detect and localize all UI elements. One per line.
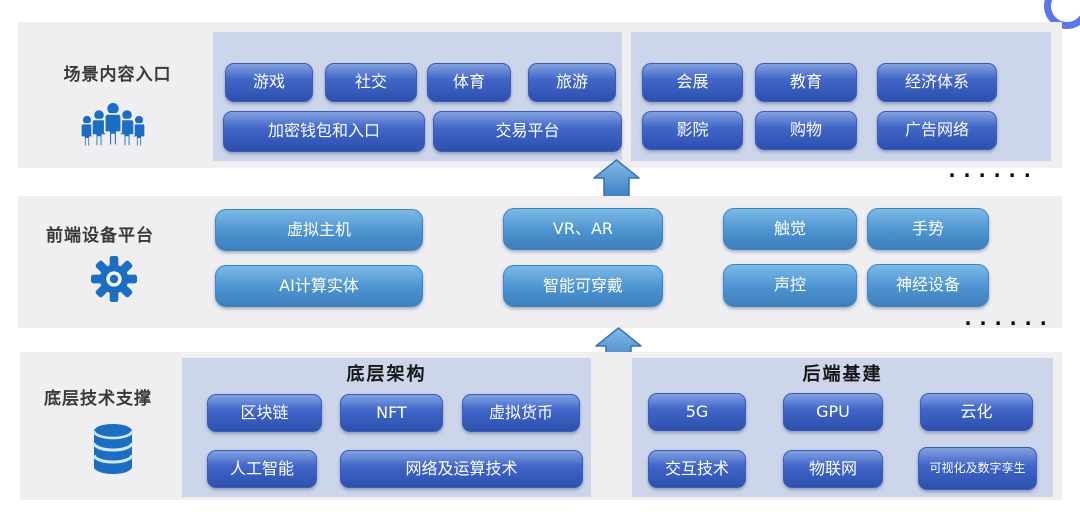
node-voice-control: 声控 <box>723 264 857 307</box>
node-cloudification: 云化 <box>920 393 1033 431</box>
node-network-computing-tech: 网络及运算技术 <box>340 450 583 488</box>
band2-ellipsis: ...... <box>962 306 1053 330</box>
node-virtual-host: 虚拟主机 <box>215 209 423 251</box>
node-neural-device: 神经设备 <box>867 264 989 307</box>
node-iot: 物联网 <box>783 450 883 488</box>
node-ad-network: 广告网络 <box>877 111 997 150</box>
gear-icon <box>90 255 138 303</box>
band1-label: 场景内容入口 <box>63 65 172 85</box>
node-interaction-tech: 交互技术 <box>648 450 746 488</box>
panel-title-backend-infrastructure: 后端基建 <box>802 364 883 385</box>
node-gpu: GPU <box>783 393 883 431</box>
band1-ellipsis: ...... <box>946 158 1037 182</box>
node-trading-platform: 交易平台 <box>433 111 622 152</box>
up-arrow-icon <box>592 159 641 199</box>
node-gesture: 手势 <box>867 208 989 250</box>
node-vr-ar: VR、AR <box>503 208 663 250</box>
database-icon <box>92 423 134 475</box>
node-smart-wearable: 智能可穿戴 <box>503 265 663 307</box>
node-cinema: 影院 <box>642 111 743 150</box>
node-education: 教育 <box>755 63 857 102</box>
node-shopping: 购物 <box>755 111 857 150</box>
node-5g: 5G <box>648 393 746 431</box>
node-ai-computing-entity: AI计算实体 <box>215 265 423 307</box>
node-visualization-digital-twin: 可视化及数字孪生 <box>918 447 1037 490</box>
node-economic-system: 经济体系 <box>877 63 997 102</box>
node-crypto-wallet-entry: 加密钱包和入口 <box>223 111 425 152</box>
node-travel: 旅游 <box>528 63 616 102</box>
panel-title-base-architecture: 底层架构 <box>346 364 427 385</box>
band3-label: 底层技术支撑 <box>44 389 152 409</box>
node-haptics: 触觉 <box>723 208 857 250</box>
band2-label: 前端设备平台 <box>46 226 154 246</box>
people-group-icon <box>77 101 149 160</box>
node-exhibition: 会展 <box>642 63 743 102</box>
node-blockchain: 区块链 <box>207 394 322 432</box>
node-social: 社交 <box>325 63 417 102</box>
corner-logo-arc-icon <box>1044 0 1080 29</box>
node-nft: NFT <box>340 394 443 432</box>
node-virtual-currency: 虚拟货币 <box>462 394 580 432</box>
node-sports: 体育 <box>427 63 511 102</box>
node-games: 游戏 <box>225 63 313 102</box>
node-artificial-intelligence: 人工智能 <box>207 450 317 488</box>
